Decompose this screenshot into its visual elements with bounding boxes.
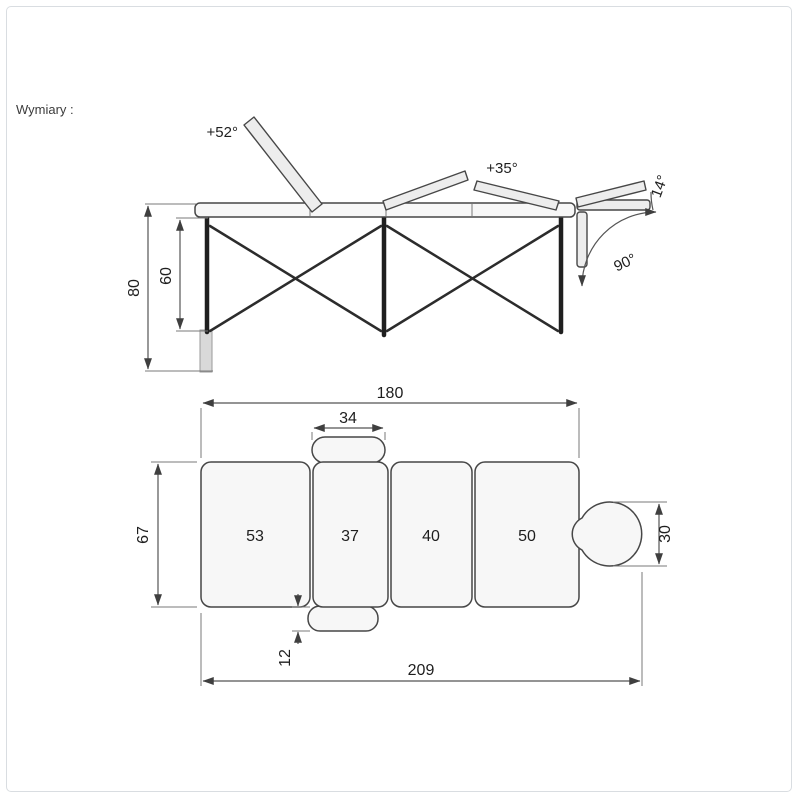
armrest-length-dimension: 34 bbox=[311, 410, 386, 440]
table-legs bbox=[199, 214, 564, 373]
backrest-angle-label: +52° bbox=[207, 124, 238, 141]
page-border bbox=[6, 6, 792, 792]
armrest-length-label: 34 bbox=[339, 410, 357, 427]
total-height-label: 80 bbox=[126, 279, 143, 297]
page-title: Wymiary : bbox=[16, 102, 74, 117]
section-1 bbox=[200, 461, 311, 608]
brace-left-up bbox=[208, 224, 383, 333]
leg-extension-foot bbox=[199, 329, 213, 373]
armrest-offset-label: 12 bbox=[277, 649, 294, 667]
bed-width-dimension: 67 bbox=[135, 461, 197, 608]
legrest-flap-a bbox=[382, 170, 469, 211]
headrest-rotation-arc bbox=[578, 208, 657, 287]
section-4-width-label: 50 bbox=[518, 528, 536, 545]
headrest-dropped bbox=[576, 211, 588, 268]
headrest-top-view bbox=[571, 501, 643, 567]
headrest-down-angle-label: 90° bbox=[611, 250, 639, 275]
section-1-width-label: 53 bbox=[246, 528, 264, 545]
bed-width-label: 67 bbox=[135, 526, 152, 544]
total-length-dimension: 209 bbox=[200, 572, 643, 686]
headrest-width-dimension: 30 bbox=[613, 501, 674, 567]
side-view: +52° +35° 14° 90° 80 60 bbox=[126, 116, 672, 373]
top-view: 180 34 53 37 40 50 bbox=[135, 385, 674, 686]
section-2-width-label: 37 bbox=[341, 528, 359, 545]
legrest-flap-b bbox=[473, 180, 560, 211]
height-dimensions: 80 60 bbox=[126, 203, 213, 372]
headrest-raised bbox=[575, 180, 647, 208]
bed-length-label: 180 bbox=[377, 385, 404, 402]
legrest-angle-label: +35° bbox=[486, 160, 517, 177]
backrest-flap bbox=[243, 116, 323, 213]
headrest-width-label: 30 bbox=[657, 525, 674, 543]
headrest-side: 14° 90° bbox=[575, 173, 672, 287]
total-length-label: 209 bbox=[408, 662, 435, 679]
section-3 bbox=[390, 461, 473, 608]
bed-length-dimension: 180 bbox=[200, 385, 580, 458]
section-2 bbox=[312, 461, 389, 608]
brace-right-up bbox=[385, 224, 560, 333]
backrest-raised: +52° bbox=[207, 116, 323, 213]
legrest-raised: +35° bbox=[382, 160, 560, 211]
armrest-offset-dimension: 12 bbox=[277, 594, 310, 667]
armrest-top bbox=[311, 436, 386, 464]
armrest-bottom bbox=[307, 605, 379, 632]
bed-sections: 53 37 40 50 bbox=[200, 461, 580, 608]
section-3-width-label: 40 bbox=[422, 528, 440, 545]
headrest-up-angle-label: 14° bbox=[648, 173, 672, 200]
frame-height-label: 60 bbox=[158, 267, 175, 285]
